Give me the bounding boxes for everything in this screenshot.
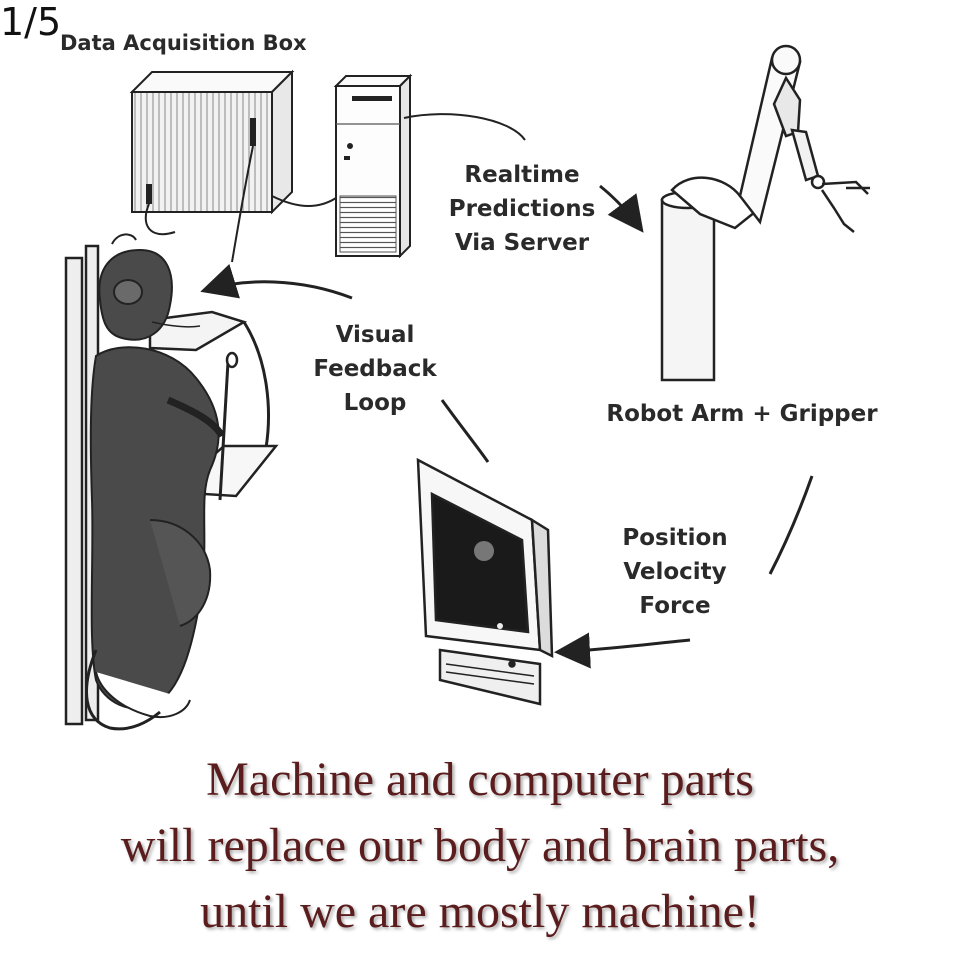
realtime-line-2: Predictions: [448, 196, 596, 222]
server-tower: [333, 73, 413, 259]
page-indicator: 1/5: [0, 0, 62, 44]
caption-line-1: Machine and computer parts: [206, 753, 754, 806]
position-velocity-force-label: Position Velocity Force: [600, 521, 750, 623]
realtime-predictions-label: Realtime Predictions Via Server: [432, 158, 612, 260]
robot-arm-label: Robot Arm + Gripper: [606, 401, 878, 427]
pvf-line-1: Position: [622, 525, 728, 551]
realtime-line-3: Via Server: [454, 230, 590, 256]
monitor: [416, 457, 554, 706]
cables: [111, 113, 526, 263]
pvf-line-2: Velocity: [623, 559, 727, 585]
monkey: [85, 248, 226, 731]
visual-line-2: Feedback: [313, 356, 437, 382]
data-acquisition-box: [129, 69, 295, 215]
realtime-line-1: Realtime: [464, 162, 580, 188]
visual-feedback-label: Visual Feedback Loop: [290, 318, 460, 420]
robot-arm: [660, 44, 870, 382]
caption-line-2: will replace our body and brain parts,: [120, 819, 840, 872]
visual-line-1: Visual: [335, 322, 415, 348]
caption-line-3: until we are mostly machine!: [200, 885, 760, 938]
pvf-line-3: Force: [639, 593, 711, 619]
visual-line-3: Loop: [343, 390, 407, 416]
flow-arrows: [200, 184, 814, 669]
data-acquisition-box-label: Data Acquisition Box: [60, 31, 307, 55]
